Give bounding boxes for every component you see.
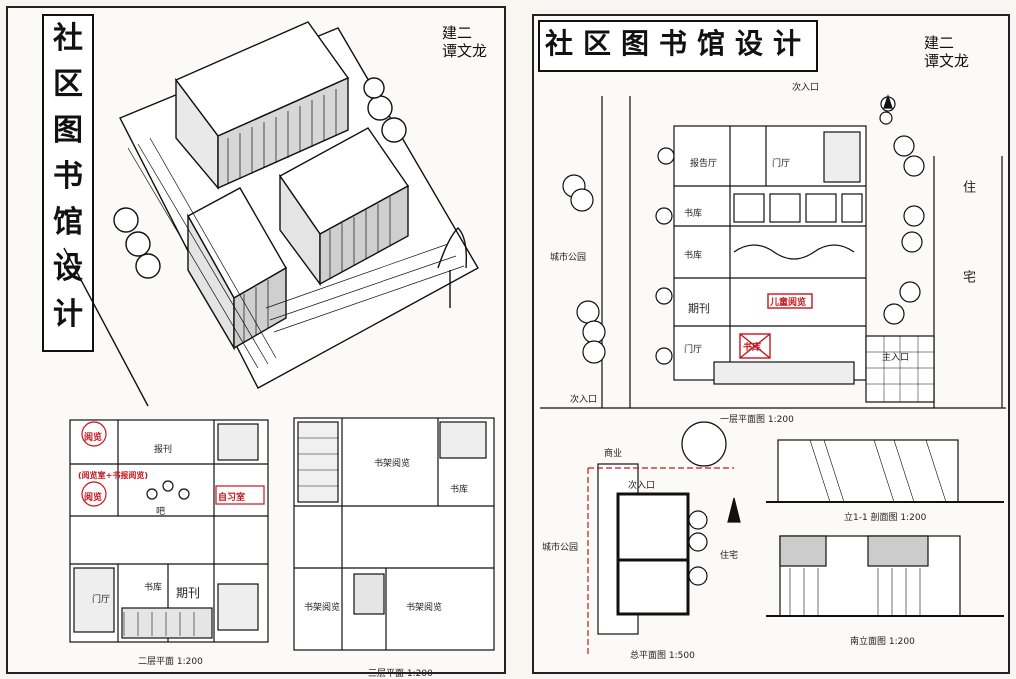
site-red-note: 儿童阅览 — [770, 298, 807, 308]
title-char: 馆 — [53, 205, 83, 240]
master-plan-label: 城市公园 — [542, 543, 579, 553]
site-label: 宅 — [960, 270, 975, 289]
site-label: 城市公园 — [550, 253, 587, 263]
title-char: 区 — [53, 67, 83, 102]
site-label: 门厅 — [772, 159, 791, 169]
plan1-red-note: (阅览室+书报阅览) — [78, 471, 149, 480]
plan1-caption: 二层平面 1:200 — [138, 657, 203, 667]
signature-class: 建二 — [442, 24, 473, 42]
right-horizontal-title: 社 区 图 书 馆 设 计 — [538, 20, 818, 72]
site-label: 报告厅 — [690, 159, 718, 169]
plan2-room: 书库 — [450, 485, 469, 495]
master-plan-caption: 总平面图 1:500 — [630, 651, 695, 661]
right-drawing-sheet: 社 区 图 书 馆 设 计 建二 谭文龙 — [532, 14, 1010, 674]
site-label: 书库 — [684, 251, 703, 261]
left-drawing-sheet: 社 区 图 书 馆 设 计 建二 谭文龙 — [6, 6, 506, 679]
signature-name: 谭文龙 — [924, 52, 970, 70]
site-plan-drawing — [540, 94, 1006, 656]
site-label: 主入口 — [882, 353, 910, 363]
plan1-red-note: 阅览 — [84, 493, 103, 503]
plan2-room: 书架阅览 — [304, 603, 341, 613]
right-signature: 建二 谭文龙 — [924, 34, 969, 70]
master-plan-label: 商业 — [604, 449, 623, 459]
plan1-red-note: 自习室 — [218, 493, 246, 503]
site-label: 门厅 — [684, 345, 703, 355]
plan2-room: 书架阅览 — [374, 459, 411, 469]
plan2-room: 书架阅览 — [406, 603, 443, 613]
section-caption: 立1-1 剖面图 1:200 — [844, 513, 927, 523]
plan1-room: 门厅 — [92, 595, 111, 605]
title-char: 图 — [620, 27, 649, 60]
plan1-room: 吧 — [156, 507, 166, 517]
axonometric-drawing — [63, 21, 495, 651]
plan1-room: 期刊 — [176, 586, 201, 600]
elevation-caption: 南立面图 1:200 — [850, 637, 915, 647]
title-char: 计 — [53, 297, 83, 332]
site-plan-caption: 一层平面图 1:200 — [720, 415, 794, 425]
plan1-room: 报刊 — [154, 445, 173, 455]
left-vertical-title: 社 区 图 书 馆 设 计 — [42, 14, 94, 352]
title-char: 区 — [582, 27, 611, 60]
site-label: 住 — [960, 180, 975, 199]
site-label: 期刊 — [688, 302, 710, 315]
site-label: 次入口 — [570, 395, 598, 405]
title-char: 馆 — [696, 27, 725, 60]
site-red-note: 书库 — [743, 343, 762, 353]
plan1-red-note: 阅览 — [84, 433, 103, 443]
title-char: 书 — [658, 27, 687, 60]
master-plan-label: 次入口 — [628, 481, 656, 491]
title-char: 书 — [53, 159, 83, 194]
title-char: 社 — [544, 27, 573, 60]
plan2-caption: 三层平面 1:200 — [368, 669, 433, 679]
title-char: 图 — [53, 113, 83, 148]
signature-class: 建二 — [924, 34, 955, 52]
left-signature: 建二 谭文龙 — [442, 24, 487, 60]
master-plan-label: 住宅 — [720, 551, 739, 561]
signature-name: 谭文龙 — [442, 42, 488, 60]
site-label: 次入口 — [792, 83, 820, 93]
title-char: 社 — [53, 21, 83, 56]
title-char: 计 — [772, 27, 801, 60]
site-label: 书库 — [684, 209, 703, 219]
plan1-room: 书库 — [144, 583, 163, 593]
title-char: 设 — [734, 27, 763, 60]
